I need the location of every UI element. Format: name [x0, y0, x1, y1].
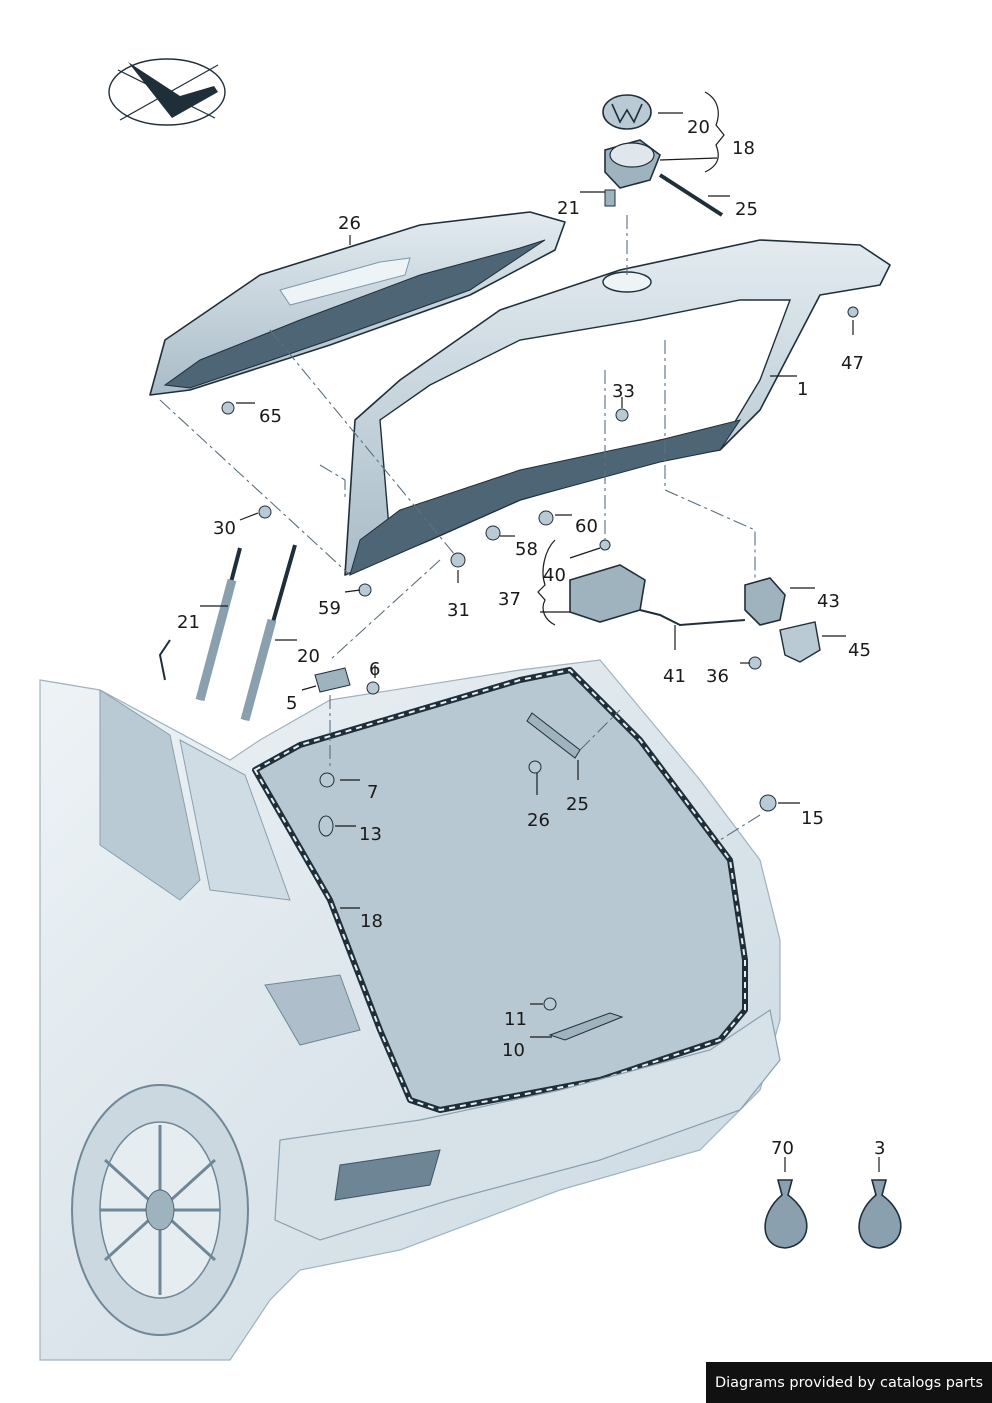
callout-35: 43 — [817, 591, 840, 612]
callout-1: 1 — [797, 379, 808, 400]
gas-strut-right — [240, 544, 297, 722]
callout-18: 18 — [360, 911, 383, 932]
callout-11: 11 — [504, 1009, 527, 1030]
grease-bag-3 — [858, 1179, 902, 1249]
callout-59: 59 — [318, 598, 341, 619]
callout-6: 6 — [369, 659, 380, 680]
callout-46: 20 — [687, 117, 710, 138]
callout-5: 5 — [286, 693, 297, 714]
callout-33: 47 — [841, 353, 864, 374]
callout-41: 40 — [543, 565, 566, 586]
callout-26: 26 — [527, 810, 550, 831]
callout-31: 31 — [447, 600, 470, 621]
tailgate-frame — [344, 239, 891, 576]
callout-20: 20 — [297, 646, 320, 667]
callout-36: 36 — [706, 666, 729, 687]
emblem-lock-unit — [604, 139, 724, 217]
callout-21: 21 — [177, 612, 200, 633]
callout-15: 15 — [801, 808, 824, 829]
grease-bag-70 — [764, 1179, 808, 1249]
lock-latch — [744, 577, 821, 663]
callout-65: 65 — [259, 406, 282, 427]
orientation-compass-icon — [108, 58, 226, 126]
callout-45: 18 — [732, 138, 755, 159]
callout-25: 25 — [566, 794, 589, 815]
callout-50: 25 — [735, 199, 758, 220]
vehicle-rear-body — [39, 659, 781, 1361]
callout-55: 26 — [338, 213, 361, 234]
rear-spoiler — [149, 211, 566, 396]
callout-labels: 20 18 21 25 26 47 1 33 65 30 60 58 40 37… — [177, 117, 885, 1159]
callout-3: 3 — [874, 1138, 885, 1159]
callout-47: 21 — [557, 198, 580, 219]
callout-60: 60 — [575, 516, 598, 537]
callout-43: 41 — [663, 666, 686, 687]
callout-70: 70 — [771, 1138, 794, 1159]
credit-banner: Diagrams provided by catalogs parts — [706, 1362, 992, 1403]
callout-10: 10 — [502, 1040, 525, 1061]
callout-13: 13 — [359, 824, 382, 845]
tailgate-lock-motor — [569, 564, 746, 627]
callout-40: 37 — [498, 589, 521, 610]
leader-lines — [200, 91, 880, 1172]
callout-7: 7 — [367, 782, 378, 803]
small-fasteners — [221, 306, 859, 1041]
callout-58: 58 — [515, 539, 538, 560]
assembly-lines — [159, 215, 761, 841]
callout-37: 45 — [848, 640, 871, 661]
gas-strut-left — [158, 547, 242, 702]
vw-emblem — [602, 94, 652, 130]
callout-30: 30 — [213, 518, 236, 539]
callout-62: 33 — [612, 381, 635, 402]
